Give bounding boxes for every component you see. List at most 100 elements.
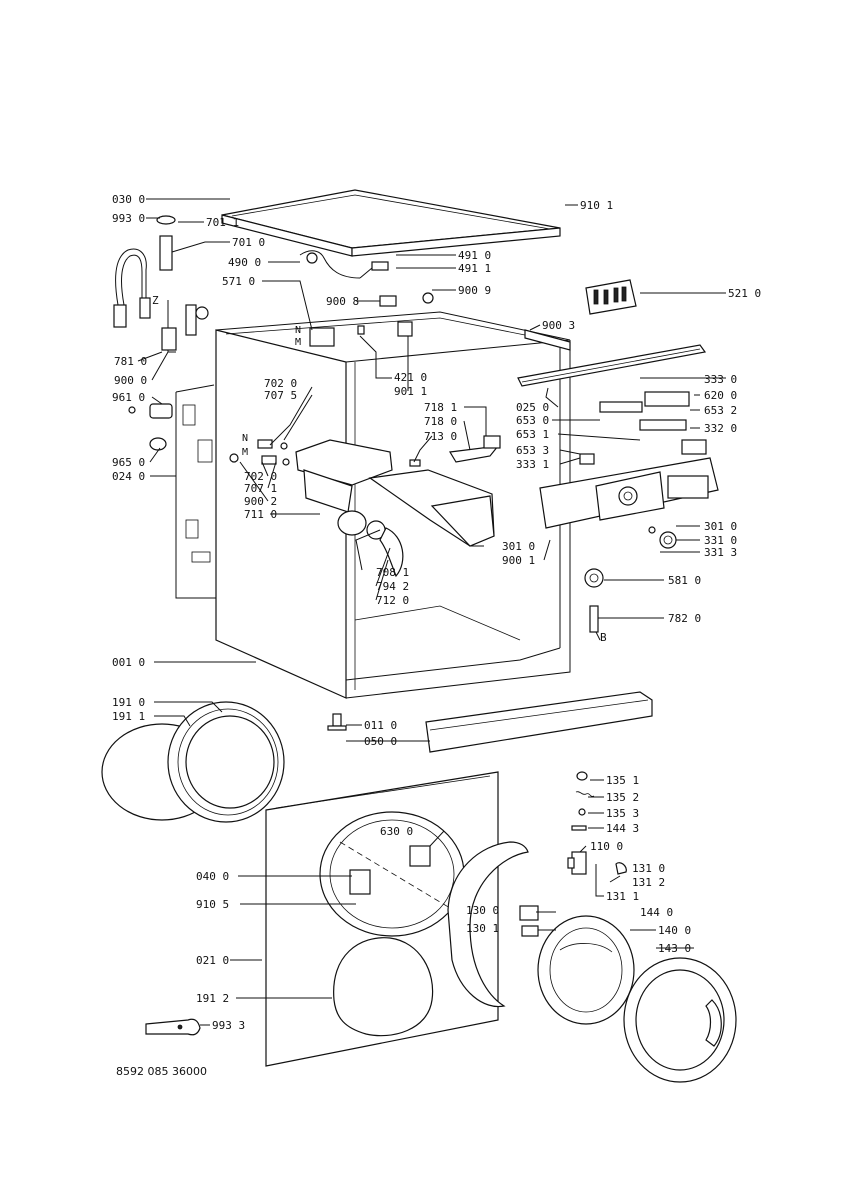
label-191-0: 191 0 xyxy=(112,696,145,709)
label-782-0: 782 0 xyxy=(668,612,701,625)
label-900-9: 900 9 xyxy=(458,284,491,297)
label-331-3: 331 3 xyxy=(704,546,737,559)
label-110-0: 110 0 xyxy=(590,840,623,853)
label-131-2: 131 2 xyxy=(632,876,665,889)
label-781-0: 781 0 xyxy=(114,355,147,368)
label-571-0: 571 0 xyxy=(222,275,255,288)
label-702-0-top: 702 0 xyxy=(264,377,297,390)
marker-n-valve: N xyxy=(242,433,248,444)
dispenser xyxy=(295,435,501,578)
label-702-0-lower: 702 0 xyxy=(244,470,277,483)
label-794-2: 794 2 xyxy=(376,580,409,593)
door-inner-frame xyxy=(447,841,539,1008)
label-144-3: 144 3 xyxy=(606,822,639,835)
front-panel xyxy=(265,771,499,1067)
top-panel xyxy=(221,189,561,257)
pressure-switch xyxy=(584,568,604,633)
label-910-1: 910 1 xyxy=(580,199,613,212)
inlet-hose xyxy=(113,215,209,353)
label-024-0: 024 0 xyxy=(112,470,145,483)
rear-panel xyxy=(175,384,216,599)
label-030-0: 030 0 xyxy=(112,193,145,206)
label-191-2: 191 2 xyxy=(196,992,229,1005)
label-332-0: 332 0 xyxy=(704,422,737,435)
document-code: 8592 085 36000 xyxy=(116,1065,207,1078)
label-708-1: 708 1 xyxy=(376,566,409,579)
label-490-0: 490 0 xyxy=(228,256,261,269)
label-130-0: 130 0 xyxy=(466,904,499,917)
marker-m-valve: M xyxy=(242,447,248,458)
door-glass xyxy=(537,915,635,1025)
label-901-1: 901 1 xyxy=(394,385,427,398)
label-707-1: 707 1 xyxy=(244,482,277,495)
label-333-1: 333 1 xyxy=(516,458,549,471)
side-rail xyxy=(524,329,571,351)
electronic-module xyxy=(585,279,637,315)
plinth-strip xyxy=(425,691,653,753)
part-labels: 030 0 993 0 701 1 701 0 490 0 571 0 491 … xyxy=(112,193,761,1032)
control-panel-frame xyxy=(517,344,719,549)
label-331-0: 331 0 xyxy=(704,534,737,547)
label-135-3: 135 3 xyxy=(606,807,639,820)
label-521-0: 521 0 xyxy=(728,287,761,300)
label-961-0: 961 0 xyxy=(112,391,145,404)
label-131-1: 131 1 xyxy=(606,890,639,903)
letter-markers: Z N M N M B xyxy=(152,294,607,644)
label-301-0-drawer: 301 0 xyxy=(502,540,535,553)
label-993-3: 993 3 xyxy=(212,1019,245,1032)
label-653-3: 653 3 xyxy=(516,444,549,457)
label-333-0: 333 0 xyxy=(704,373,737,386)
label-421-0: 421 0 xyxy=(394,371,427,384)
label-701-1: 701 1 xyxy=(206,216,239,229)
label-712-0: 712 0 xyxy=(376,594,409,607)
door-outer-ring xyxy=(623,957,737,1083)
label-131-0: 131 0 xyxy=(632,862,665,875)
label-040-0: 040 0 xyxy=(196,870,229,883)
service-wrench xyxy=(145,1018,201,1036)
door-seal xyxy=(101,701,285,823)
marker-n-top: N xyxy=(295,325,301,336)
label-653-1: 653 1 xyxy=(516,428,549,441)
label-718-1: 718 1 xyxy=(424,401,457,414)
label-143-0: 143 0 xyxy=(658,942,691,955)
label-900-8: 900 8 xyxy=(326,295,359,308)
wiring-top xyxy=(299,250,434,347)
label-701-0: 701 0 xyxy=(232,236,265,249)
label-653-0: 653 0 xyxy=(516,414,549,427)
label-001-0: 001 0 xyxy=(112,656,145,669)
label-140-0: 140 0 xyxy=(658,924,691,937)
foot xyxy=(327,713,347,731)
label-711-0: 711 0 xyxy=(244,508,277,521)
label-130-1: 130 1 xyxy=(466,922,499,935)
label-491-1: 491 1 xyxy=(458,262,491,275)
label-910-5: 910 5 xyxy=(196,898,229,911)
label-718-0: 718 0 xyxy=(424,415,457,428)
label-900-2: 900 2 xyxy=(244,495,277,508)
label-011-0: 011 0 xyxy=(364,719,397,732)
label-900-3: 900 3 xyxy=(542,319,575,332)
label-900-1: 900 1 xyxy=(502,554,535,567)
label-620-0: 620 0 xyxy=(704,389,737,402)
marker-b: B xyxy=(600,631,607,644)
label-707-5: 707 5 xyxy=(264,389,297,402)
label-191-1: 191 1 xyxy=(112,710,145,723)
hinge-parts xyxy=(567,771,627,875)
label-491-0: 491 0 xyxy=(458,249,491,262)
label-135-2: 135 2 xyxy=(606,791,639,804)
label-144-0: 144 0 xyxy=(640,906,673,919)
label-301-0-panel: 301 0 xyxy=(704,520,737,533)
label-900-0: 900 0 xyxy=(114,374,147,387)
label-965-0: 965 0 xyxy=(112,456,145,469)
label-630-0: 630 0 xyxy=(380,825,413,838)
drain-fittings xyxy=(128,403,290,466)
label-581-0: 581 0 xyxy=(668,574,701,587)
label-993-0: 993 0 xyxy=(112,212,145,225)
label-025-0: 025 0 xyxy=(516,401,549,414)
label-713-0: 713 0 xyxy=(424,430,457,443)
marker-z: Z xyxy=(152,294,159,307)
label-135-1: 135 1 xyxy=(606,774,639,787)
label-653-2: 653 2 xyxy=(704,404,737,417)
leader-lines xyxy=(137,198,726,1026)
label-021-0: 021 0 xyxy=(196,954,229,967)
